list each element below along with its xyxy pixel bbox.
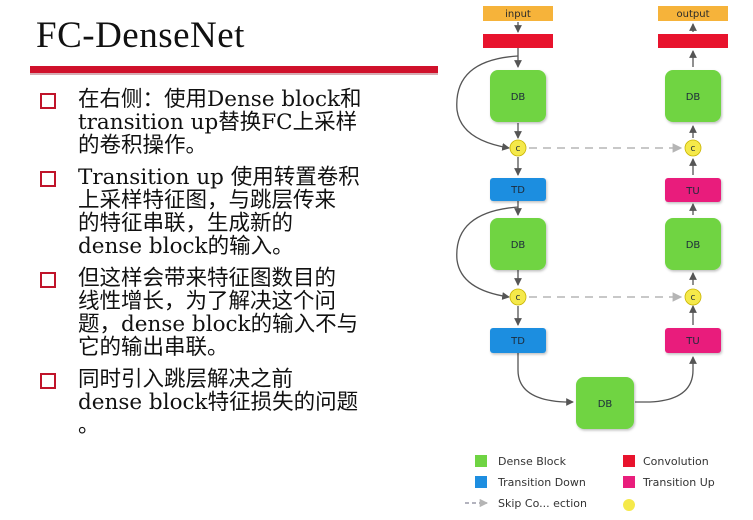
legend-swatch-dense-block	[475, 455, 487, 467]
bullet-item: 在右侧：使用Dense block和 transition up替换FC上采样 …	[40, 88, 440, 157]
transition-down-1	[490, 178, 546, 201]
legend-transition-up: Transition Up	[642, 476, 715, 489]
title-underline-shadow	[30, 73, 438, 75]
bullet-item: 同时引入跳层解决之前 dense block特征损失的问题 。	[40, 368, 440, 437]
concat-node	[684, 288, 702, 306]
slide-title: FC-DenseNet	[36, 15, 245, 56]
dense-block-down-1	[490, 70, 546, 122]
transition-up-2	[665, 328, 721, 353]
legend-swatch-convolution	[623, 455, 635, 467]
input-convolution	[483, 34, 553, 48]
tu-label: TU	[685, 186, 699, 197]
bullet-text: 在右侧：使用Dense block和 transition up替换FC上采样 …	[78, 87, 362, 158]
concat-label: c	[516, 293, 521, 303]
bullet-text: 同时引入跳层解决之前 dense block特征损失的问题 。	[78, 367, 359, 438]
legend-dense-block: Dense Block	[498, 455, 567, 468]
legend-skip-connection: Skip Co... ection	[498, 497, 587, 510]
connector-lines	[456, 22, 697, 406]
legend-swatch-transition-down	[475, 476, 487, 488]
legend: Dense Block Convolution Transition Down …	[465, 455, 715, 511]
input-label: input	[505, 9, 531, 20]
input-label-box	[483, 6, 553, 21]
td-label: TD	[510, 336, 525, 347]
skip-connections	[529, 143, 683, 302]
db-label: DB	[511, 240, 526, 251]
bullet-text: 但这样会带来特征图数目的 线性增长，为了解决这个问 题，dense block的…	[78, 266, 359, 360]
legend-convolution: Convolution	[643, 455, 709, 468]
legend-swatch-concat	[623, 499, 635, 511]
output-label-box	[658, 6, 728, 21]
td-label: TD	[510, 185, 525, 196]
db-label: DB	[686, 240, 701, 251]
db-label: DB	[686, 92, 701, 103]
square-bullet-icon	[40, 272, 56, 288]
tu-label: TU	[685, 336, 699, 347]
dense-block-up-2	[665, 218, 721, 270]
db-label: DB	[511, 92, 526, 103]
db-label: DB	[598, 399, 613, 410]
concat-node	[509, 288, 527, 306]
concat-label: c	[691, 293, 696, 303]
concat-node	[509, 139, 527, 157]
square-bullet-icon	[40, 171, 56, 187]
transition-down-2	[490, 328, 546, 353]
title-underline	[30, 66, 438, 73]
dense-block-up-1	[665, 70, 721, 122]
output-label: output	[677, 9, 710, 20]
bullet-item: Transition up 使用转置卷积 上采样特征图，与跳层传来 的特征串联，…	[40, 166, 440, 258]
bullet-item: 但这样会带来特征图数目的 线性增长，为了解决这个问 题，dense block的…	[40, 267, 440, 359]
concat-node	[684, 139, 702, 157]
concat-label: c	[691, 144, 696, 154]
square-bullet-icon	[40, 373, 56, 389]
transition-up-1	[665, 178, 721, 202]
fc-densenet-diagram: input output DB DB DB DB DB TD TD TU TU …	[456, 6, 728, 511]
legend-swatch-transition-up	[623, 476, 635, 488]
dense-block-down-2	[490, 218, 546, 270]
dense-block-bottleneck	[576, 377, 634, 429]
square-bullet-icon	[40, 93, 56, 109]
bullet-text: Transition up 使用转置卷积 上采样特征图，与跳层传来 的特征串联，…	[78, 165, 360, 259]
concat-label: c	[516, 144, 521, 154]
output-convolution	[658, 34, 728, 48]
bullet-list: 在右侧：使用Dense block和 transition up替换FC上采样 …	[40, 88, 440, 446]
legend-transition-down: Transition Down	[497, 476, 586, 489]
